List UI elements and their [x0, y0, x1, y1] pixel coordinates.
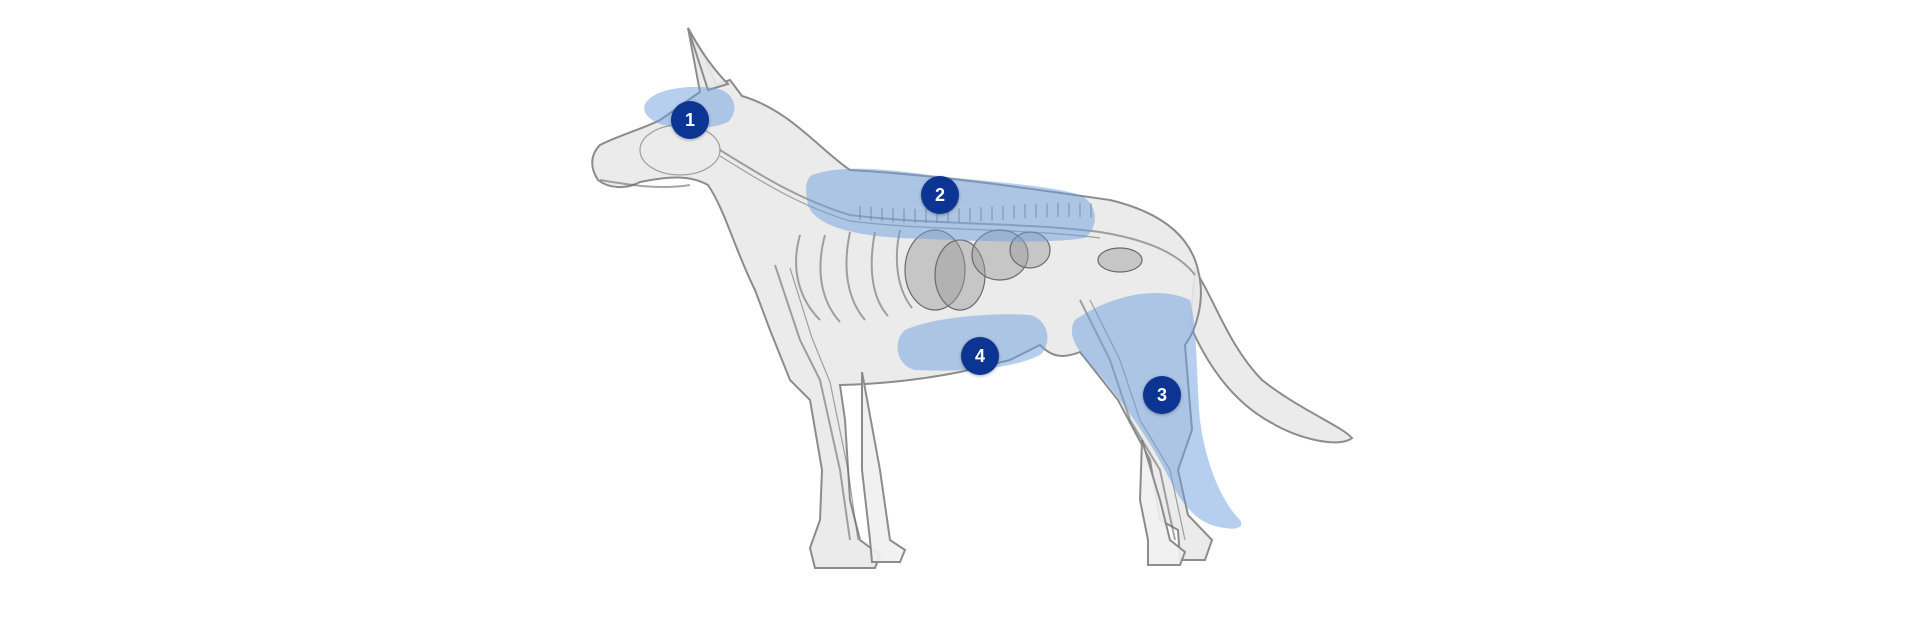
- region-marker-4[interactable]: 4: [961, 337, 999, 375]
- region-marker-3[interactable]: 3: [1143, 376, 1181, 414]
- region-marker-1[interactable]: 1: [671, 101, 709, 139]
- region-marker-2[interactable]: 2: [921, 176, 959, 214]
